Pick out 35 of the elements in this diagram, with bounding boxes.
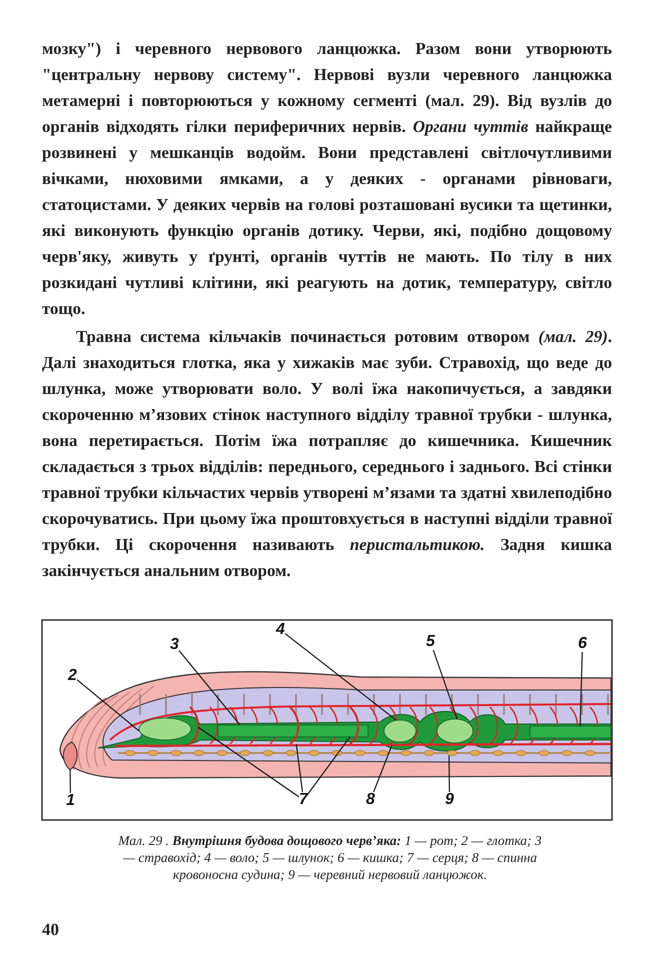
esophagus xyxy=(218,724,368,738)
callout-number: 4 xyxy=(276,622,285,638)
nerve-cord xyxy=(118,750,611,756)
leader-line xyxy=(308,736,350,794)
body-paragraph: мозку") і черевного нервового ланцюжка. Разом вони утворюють "центральну нервову систему". Нервові вузли черевного ланцюжка метамерні і повторюються у кожному сегменті (мал. 29). Від вузлів до органів відходять гілки периферичних нервів. Органи чуттів найкраще розвинені у мешканців водойм. Вони представлені світлочутливими вічками, нюховими ямками, а у деяких - органами рівноваги, статоцистами. У деяких червів на голові розташовані вусики та щетинки, які виконують функцію органів дотику. Черви, які, подібно дощовому черв'яку, живуть у ґрунті, органів чуттів не мають. По тілу в них розкидані чутливі клітини, які реагують на дотик, температуру, світло тощо. xyxy=(42,38,612,320)
callout-number: 8 xyxy=(366,792,375,808)
heart-vessel xyxy=(189,706,200,745)
callout-number: 2 xyxy=(68,668,77,684)
callout-number: 5 xyxy=(426,634,435,650)
leader-line xyxy=(178,650,240,726)
leader-line xyxy=(448,756,450,792)
leader-line xyxy=(432,650,458,720)
leader-line xyxy=(373,746,392,792)
leader-line xyxy=(580,652,583,726)
callout-number: 9 xyxy=(445,792,454,808)
page-number: 40 xyxy=(42,920,59,940)
crop xyxy=(384,720,416,742)
gizzard xyxy=(436,718,474,744)
body-paragraph: Травна система кільчаків починається ротовим отвором (мал. 29). Далі знаходиться глотка, яка у хижаків має зуби. Стравохід, що веде до шлунка, може утворювати воло. У волі їжа накопичується, а завдяки скороченню мʼязових стінок наступного відділу травної трубки - шлунка, вона перетирається. Потім їжа потрапляє до кишечника. Кишечник складається з трьох відділів: переднього, середнього і заднього. Всі стінки травної трубки кільчастих червів утворені мʼязами та здатні хвилеподібно скорочуватись. При цьому їжа проштовхується в наступні відділи травної трубки. Ці скорочення називають перистальтикою. Задня кишка закінчується анальним отвором. xyxy=(42,326,612,582)
figure-caption: Мал. 29 . Внутрішня будова дощового черв’яка: 1 — рот; 2 — глотка; 3 — стравохід; 4 — воло; 5 — шлунок; 6 — кишка; 7 — серця; 8 — спинна кровоносна судина; 9 — черевний нервовий ланцюжок. xyxy=(117,832,543,883)
leader-line xyxy=(284,633,396,720)
callout-number: 3 xyxy=(170,637,179,653)
worm-mouth xyxy=(62,742,78,770)
leader-line xyxy=(198,726,300,798)
heart-vessel xyxy=(349,706,360,745)
leader-line xyxy=(296,744,304,792)
leader-line xyxy=(70,770,71,793)
callout-number: 7 xyxy=(299,792,308,808)
pharynx xyxy=(138,718,192,740)
callout-number: 6 xyxy=(578,636,587,652)
heart-vessel xyxy=(289,706,300,745)
callout-number: 1 xyxy=(66,793,75,809)
leader-line xyxy=(76,679,140,732)
blood-vessel xyxy=(115,742,611,748)
intestine xyxy=(530,726,612,738)
